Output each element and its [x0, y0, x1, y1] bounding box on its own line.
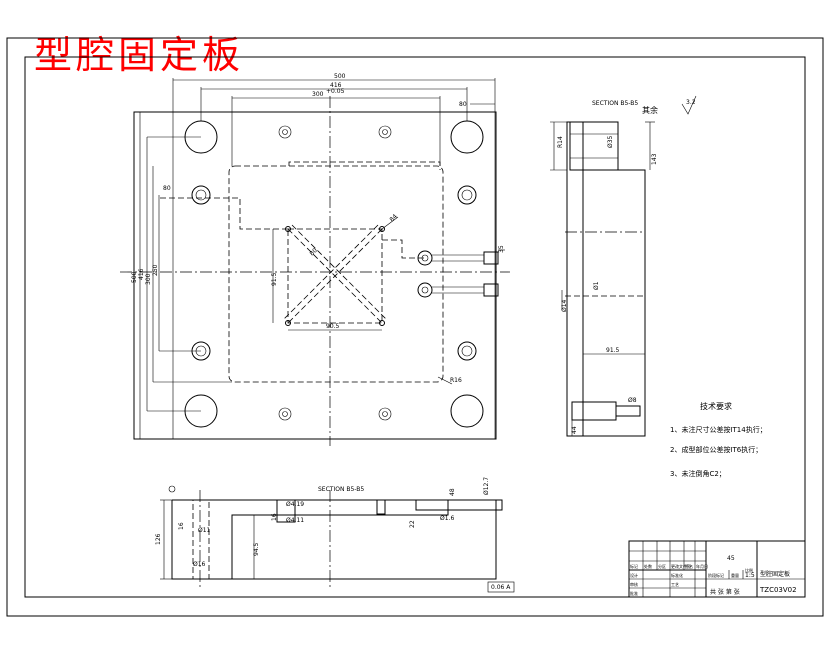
side-dim-top-a: R14 [557, 136, 564, 148]
roughness-value: 3.2 [686, 99, 696, 106]
bottom-dim-left-b: Ø11 [198, 527, 211, 534]
dim-left-label: 80 [163, 185, 171, 192]
pocket-outline [228, 165, 444, 383]
dim-top-inner: 300 [312, 91, 324, 98]
tb-row-label-3: 更改文件号 [671, 563, 691, 569]
side-dim-mid-b: Ø1 [593, 281, 600, 290]
tb-row2-label-3: 重量 [731, 572, 739, 578]
side-view: SECTION B5-B5 其余 3.2 R14 Ø35 143 Ø14 Ø1 … [550, 95, 697, 437]
bottom-dim-right-a: Ø1.6 [440, 515, 454, 522]
bottom-section-label: SECTION B5-B5 [318, 486, 364, 493]
dim-right-side: 35 [498, 245, 505, 253]
dim-pin: 84 [388, 213, 398, 223]
datum-box [487, 581, 515, 593]
tb-row2-label-4: 比例 [745, 567, 753, 573]
tech-item-1: 1、未注尺寸公差按IT14执行； [670, 425, 767, 434]
drawing-title: 型腔固定板 [34, 33, 245, 77]
drawing-frame [24, 56, 806, 598]
side-dim-height: 143 [651, 153, 658, 165]
title-block: 45 型腔固定板 TZC03V02 1:5 共 张 第 张 标记 处数 分区 更… [628, 540, 806, 598]
dim-left-inner: 300 [145, 273, 152, 285]
bottom-dim-right-c: 48 [449, 488, 456, 496]
front-view: 500 416 300 +0.05 80 500 416 300 250 80 … [120, 73, 510, 446]
bottom-dim-mid-h: 94.5 [253, 542, 260, 556]
dim-top-inner-tol: +0.05 [326, 88, 345, 95]
bottom-dim-bottom-a: Ø16 [193, 561, 206, 568]
dim-left-inner2: 250 [152, 264, 159, 276]
bottom-dim-small-a: 16 [271, 513, 278, 521]
dim-r: R16 [450, 377, 462, 384]
tb-row-label-2: 分区 [658, 563, 666, 569]
tb-row-label-1: 处数 [644, 563, 652, 569]
cavity-square [287, 228, 383, 324]
bottom-dim-left-h: 126 [155, 533, 162, 545]
tech-item-2: 2、成型部位公差按IT6执行； [670, 445, 762, 454]
dim-left-mid: 416 [138, 268, 145, 280]
tech-item-3: 3、未注倒角C2； [670, 469, 726, 478]
bottom-dim-right-b: Ø12.7 [483, 477, 490, 495]
bottom-dim-ref: 0.06 A [491, 584, 511, 591]
bottom-profile [171, 499, 497, 580]
tb-part-name: 型腔固定板 [760, 570, 790, 578]
side-body-left [566, 121, 584, 437]
tb-row-label-0: 标记 [630, 563, 638, 569]
tb-material: 45 [727, 555, 735, 562]
side-section-label: SECTION B5-B5 [592, 100, 638, 107]
plate-outline [133, 111, 497, 440]
bottom-dim-left-a: 16 [178, 522, 185, 530]
side-dim-bottom-w: 91.5 [606, 347, 620, 354]
dim-right-top: 80 [459, 101, 467, 108]
dim-square-w: 90.5 [326, 323, 340, 330]
tb-row3-label-0: 审核 [630, 581, 638, 587]
plate-inner-outline [172, 111, 496, 440]
side-dim-top-b: Ø35 [607, 135, 614, 148]
dim-left-outer: 500 [131, 271, 138, 283]
sheet-border [6, 37, 824, 617]
dim-top-outer: 500 [334, 73, 346, 80]
tb-row3-label-2: 批准 [630, 590, 638, 596]
tb-row3-label-1: 工艺 [671, 582, 679, 587]
dim-square-h: 91.5 [271, 272, 278, 286]
bottom-dim-top-b: Ø4.11 [286, 517, 304, 524]
side-dim-bottom-h: 44 [571, 426, 578, 434]
guide-hole-br [450, 394, 484, 428]
side-dim-bottom-pin: Ø8 [628, 397, 637, 404]
roughness-label: 其余 [642, 105, 658, 115]
tb-row-label-5: 年月日 [696, 563, 708, 569]
side-boss [569, 121, 619, 171]
bottom-dim-small-b: 22 [409, 520, 416, 528]
side-dim-mid-a: Ø14 [561, 299, 568, 312]
dim-diag: 80 [308, 247, 318, 257]
tb-code: TZC03V02 [759, 586, 797, 594]
bottom-dim-top-a: Ø4.19 [286, 501, 304, 508]
tech-heading: 技术要求 [700, 401, 732, 411]
bottom-view: SECTION B5-B5 126 16 Ø11 94.5 Ø16 Ø4.19 … [155, 477, 515, 593]
roughness-symbol [681, 95, 697, 115]
dim-top-mid: 416 [330, 82, 342, 89]
tech-requirements: 技术要求 1、未注尺寸公差按IT14执行； 2、成型部位公差按IT6执行； 3、… [670, 401, 767, 478]
tb-row2-label-2: 阶段标记 [708, 572, 724, 578]
guide-hole-tr [450, 120, 484, 154]
tb-row2-label-0: 设计 [630, 572, 638, 578]
tb-sheet: 共 张 第 张 [710, 588, 740, 596]
tb-scale: 1:5 [745, 572, 755, 579]
tb-row-label-4: 签名 [685, 563, 693, 569]
tb-row2-label-1: 标准化 [671, 572, 683, 578]
